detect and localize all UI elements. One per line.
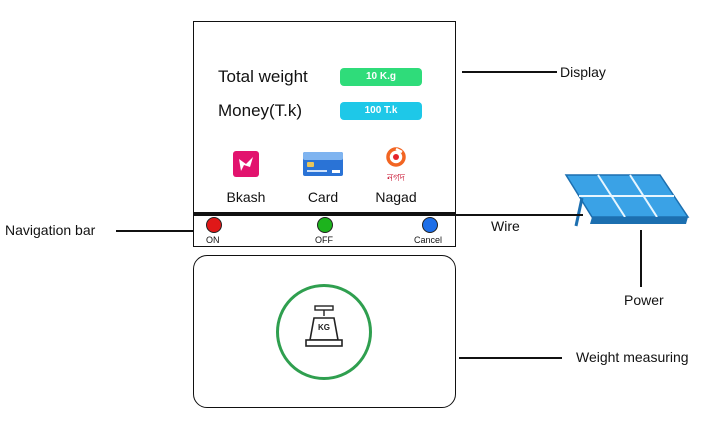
navigation-bar-callout: Navigation bar xyxy=(5,222,96,238)
nagad-logo-text: নগদ xyxy=(387,173,405,184)
weight-measuring-unit: KG xyxy=(193,255,456,408)
display-callout: Display xyxy=(560,64,606,80)
power-callout: Power xyxy=(624,292,664,308)
display-panel: Total weight 10 K.g Money(T.k) 100 T.k ন… xyxy=(193,21,456,213)
money-label: Money(T.k) xyxy=(218,101,303,120)
weighing-scale-icon xyxy=(299,303,349,355)
nagad-logo-icon[interactable] xyxy=(380,146,412,180)
navigation-connector-line xyxy=(116,230,193,232)
on-button[interactable] xyxy=(206,217,222,233)
cancel-button-label: Cancel xyxy=(414,235,443,245)
total-weight-label: Total weight xyxy=(218,67,308,86)
total-weight-value: 10 K.g xyxy=(340,68,422,86)
scale-kg-text: KG xyxy=(318,323,330,332)
off-button-label: OFF xyxy=(315,235,333,245)
bkash-logo-icon[interactable] xyxy=(232,150,260,178)
display-connector-line xyxy=(462,71,557,73)
weight-connector-line xyxy=(459,357,562,359)
cancel-button[interactable] xyxy=(422,217,438,233)
scale-ring xyxy=(276,284,372,380)
navigation-bar: ON OFF Cancel xyxy=(193,213,456,247)
money-value: 100 T.k xyxy=(340,102,422,120)
on-button-label: ON xyxy=(206,235,220,245)
payment-label-card: Card xyxy=(307,189,339,205)
power-connector-line xyxy=(640,230,642,287)
payment-label-bkash: Bkash xyxy=(226,189,266,205)
weight-measuring-callout: Weight measuring xyxy=(576,349,689,365)
card-logo-icon[interactable] xyxy=(302,151,344,177)
payment-label-nagad: Nagad xyxy=(375,189,417,205)
off-button[interactable] xyxy=(317,217,333,233)
wire-callout: Wire xyxy=(491,218,520,234)
solar-panel-icon xyxy=(560,168,690,230)
wire-line xyxy=(193,214,583,216)
